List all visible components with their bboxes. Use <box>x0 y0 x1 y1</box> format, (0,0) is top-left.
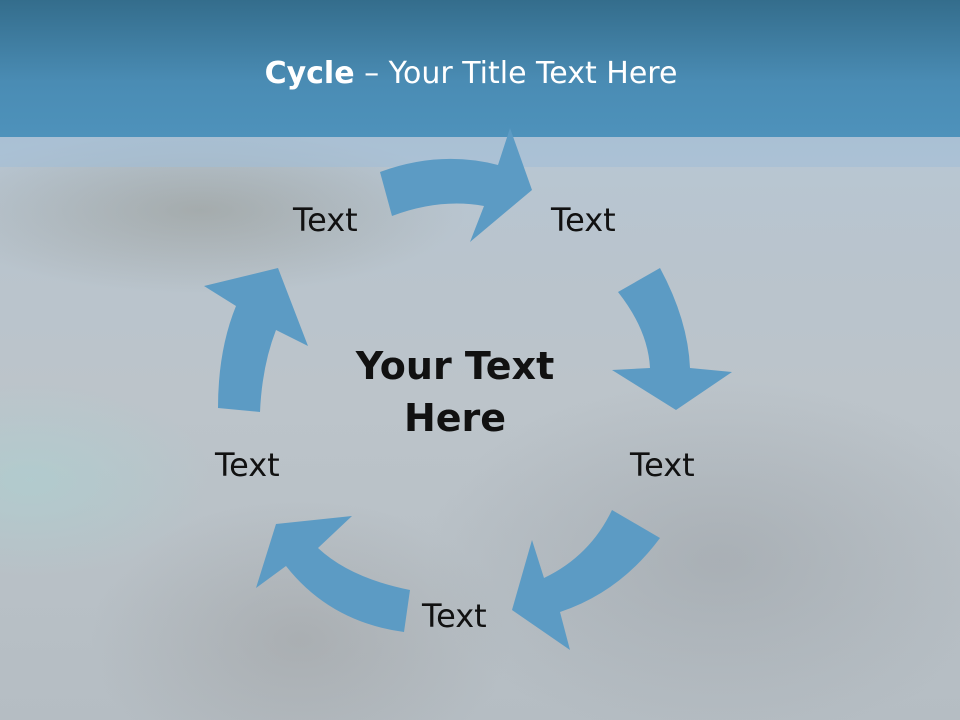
center-text-line-1: Your Text <box>355 344 555 388</box>
cycle-arrow-4[interactable] <box>256 516 410 632</box>
node-label-top-right[interactable]: Text <box>551 201 616 239</box>
title-bold-part: Cycle <box>264 56 355 91</box>
node-label-right[interactable]: Text <box>630 446 695 484</box>
title-rest: – Your Title Text Here <box>354 56 678 91</box>
center-text[interactable]: Your Text Here <box>330 340 580 444</box>
title-bar <box>0 0 960 137</box>
node-label-top-left[interactable]: Text <box>293 201 358 239</box>
cycle-arrow-5[interactable] <box>204 268 308 412</box>
cycle-arrow-2[interactable] <box>612 268 732 410</box>
center-text-line-2: Here <box>403 396 507 440</box>
cycle-arrow-3[interactable] <box>512 510 660 650</box>
cycle-arrow-1[interactable] <box>380 128 532 242</box>
node-label-bottom[interactable]: Text <box>422 597 487 635</box>
node-label-left[interactable]: Text <box>215 446 280 484</box>
slide-title[interactable]: Cycle – Your Title Text Here <box>0 56 942 91</box>
